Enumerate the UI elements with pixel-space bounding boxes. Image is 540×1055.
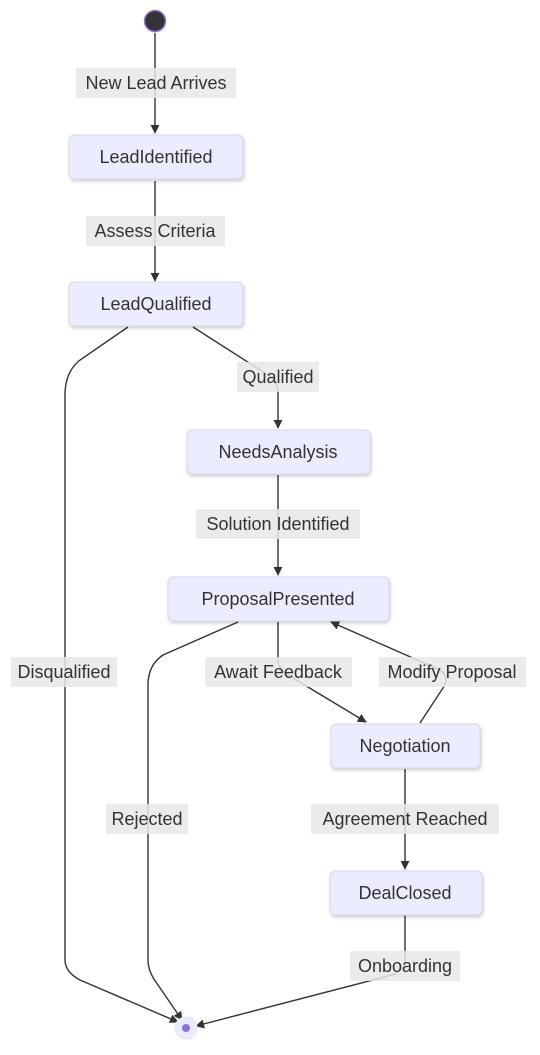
state-label: LeadQualified bbox=[100, 294, 211, 314]
end-node bbox=[174, 1016, 198, 1040]
svg-text:Modify Proposal: Modify Proposal bbox=[387, 662, 516, 682]
edge-label-t4: Disqualified bbox=[11, 657, 117, 687]
svg-text:Onboarding: Onboarding bbox=[358, 956, 452, 976]
edge-label-t5: Solution Identified bbox=[196, 509, 360, 539]
edge-label-t6: Await Feedback bbox=[205, 657, 352, 687]
svg-text:Qualified: Qualified bbox=[242, 367, 313, 387]
svg-text:New Lead Arrives: New Lead Arrives bbox=[85, 73, 226, 93]
state-lead-identified: LeadIdentified bbox=[68, 134, 244, 180]
states: LeadIdentified LeadQualified NeedsAnalys… bbox=[68, 134, 483, 916]
edge-label-t9: Agreement Reached bbox=[311, 804, 499, 834]
edge-label-t8: Rejected bbox=[106, 804, 188, 834]
state-lead-qualified: LeadQualified bbox=[68, 281, 244, 327]
edge-label-t2: Assess Criteria bbox=[86, 216, 225, 246]
state-label: ProposalPresented bbox=[201, 589, 354, 609]
state-deal-closed: DealClosed bbox=[329, 870, 483, 916]
edge-label-t7: Modify Proposal bbox=[379, 657, 526, 687]
state-label: Negotiation bbox=[359, 736, 450, 756]
start-node bbox=[143, 9, 167, 33]
state-label: LeadIdentified bbox=[99, 147, 212, 167]
state-needs-analysis: NeedsAnalysis bbox=[186, 429, 371, 475]
state-label: DealClosed bbox=[358, 883, 451, 903]
svg-text:Rejected: Rejected bbox=[111, 809, 182, 829]
svg-text:Disqualified: Disqualified bbox=[17, 662, 110, 682]
edge-labels: New Lead Arrives Assess Criteria Qualifi… bbox=[11, 68, 526, 981]
svg-text:Solution Identified: Solution Identified bbox=[206, 514, 349, 534]
state-label: NeedsAnalysis bbox=[218, 442, 337, 462]
svg-text:Agreement Reached: Agreement Reached bbox=[322, 809, 487, 829]
state-negotiation: Negotiation bbox=[330, 723, 481, 769]
state-proposal-presented: ProposalPresented bbox=[167, 576, 390, 622]
end-inner-circle-icon bbox=[182, 1024, 190, 1032]
start-circle-icon bbox=[143, 9, 167, 33]
svg-text:Assess Criteria: Assess Criteria bbox=[94, 221, 216, 241]
svg-text:Await Feedback: Await Feedback bbox=[214, 662, 343, 682]
edge-label-t3: Qualified bbox=[237, 362, 319, 392]
edge-label-t1: New Lead Arrives bbox=[76, 68, 236, 98]
edge-label-t10: Onboarding bbox=[350, 951, 460, 981]
